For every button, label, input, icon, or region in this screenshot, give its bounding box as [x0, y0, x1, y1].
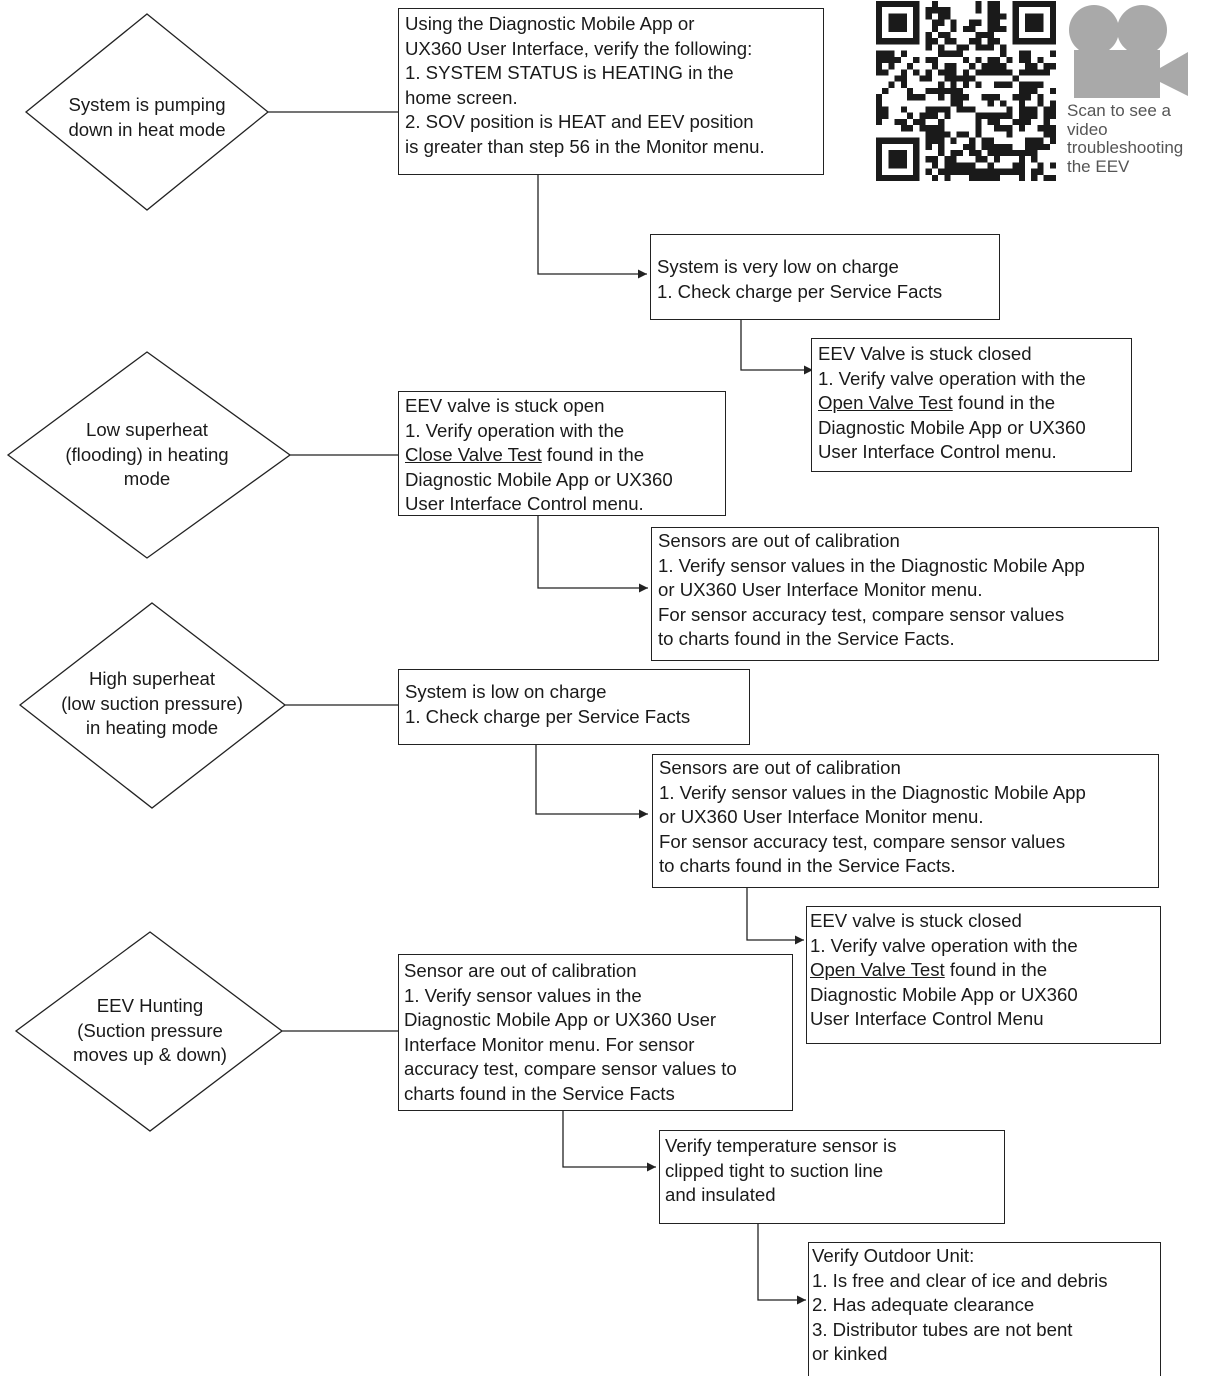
outdoor-unit-box: Verify Outdoor Unit:1. Is free and clear…: [808, 1242, 1161, 1376]
decision-diamond: [14, 931, 284, 1132]
open-valve-test-link: Open Valve Test: [818, 392, 953, 414]
diamond-label-high-superheat: High superheat(low suction pressure)in h…: [61, 668, 243, 739]
decision-diamond: [18, 602, 287, 809]
decision-diamond: [24, 13, 270, 211]
close-valve-test-link: Close Valve Test: [405, 444, 542, 466]
qr-code-icon[interactable]: [876, 0, 1056, 182]
eev-stuck-closed-box: EEV Valve is stuck closed 1. Verify valv…: [811, 338, 1132, 472]
decision-diamond: [6, 351, 292, 559]
eev-stuck-closed-box-2: EEV valve is stuck closed 1. Verify valv…: [806, 906, 1161, 1044]
eev-stuck-open-box: EEV valve is stuck open 1. Verify operat…: [398, 391, 726, 516]
open-valve-test-link-2: Open Valve Test: [810, 959, 945, 981]
video-camera-icon: [1069, 5, 1188, 98]
